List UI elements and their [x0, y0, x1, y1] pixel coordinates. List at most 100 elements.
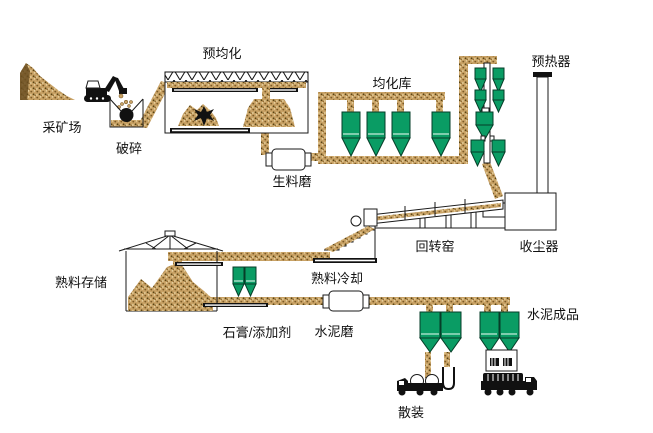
- preheater-tower: [470, 62, 506, 168]
- cyclone-cone: [470, 151, 485, 168]
- truck-bed: [407, 383, 443, 391]
- cement-mill: [322, 290, 370, 312]
- mining-site: [20, 63, 75, 100]
- burner-icon: [350, 215, 362, 227]
- silo: [391, 111, 411, 158]
- kiln-hood: [363, 208, 378, 227]
- conveyor-stripe: [270, 89, 296, 91]
- cab-window: [399, 381, 404, 385]
- silo-drop-1: [347, 100, 354, 113]
- label-cement-product: 水泥成品: [527, 307, 579, 322]
- label-mining: 采矿场: [42, 120, 81, 135]
- truck-bed: [481, 381, 527, 390]
- cyclone: [492, 89, 505, 101]
- top-material-layer: [167, 82, 306, 88]
- silo: [366, 111, 386, 158]
- excavator-bucket: [119, 88, 127, 94]
- dust-collector-unit: [482, 72, 557, 231]
- label-gypsum-additives: 石膏/添加剂: [223, 325, 292, 340]
- bag-detail: [504, 358, 509, 366]
- prehomogenization-building: [164, 71, 309, 134]
- pipe-rawmill-out: [307, 153, 320, 161]
- belt-crusher-to-prehomo: [137, 81, 170, 128]
- conveyor-stripe: [315, 259, 375, 262]
- label-raw-mill: 生料磨: [272, 174, 311, 189]
- wheel: [430, 388, 438, 396]
- hopper-cone: [232, 283, 245, 298]
- cyclone-cone: [492, 99, 505, 114]
- cab-window: [526, 378, 531, 382]
- cyclone: [491, 139, 506, 153]
- label-cement-mill: 水泥磨: [314, 324, 353, 339]
- kiln-support: [419, 217, 426, 229]
- wheel: [484, 388, 492, 396]
- dust-collector-housing: [504, 192, 557, 231]
- crushed-material: [111, 120, 142, 127]
- packing-machine: [485, 349, 518, 372]
- clinker-pile: [128, 262, 213, 311]
- clinker-fall: [173, 257, 182, 265]
- bag-delivery-truck: [481, 373, 537, 396]
- label-preheater: 预热器: [531, 54, 570, 69]
- belt-cooler-to-storage: [168, 252, 330, 261]
- labels: 采矿场 破碎 预均化 生料磨 均化库 预热器 回转窑 收尘器 熟料存储 熟料冷却…: [42, 46, 579, 420]
- cyclone: [474, 89, 487, 101]
- silo-drop-3: [397, 100, 404, 113]
- conveyor-stripe: [205, 304, 266, 306]
- reclaimer-star-icon: [194, 106, 214, 126]
- excavator-stick: [114, 77, 124, 91]
- cement-silo-drop-4: [501, 303, 508, 313]
- cyclone: [492, 67, 505, 80]
- label-dust-collector: 收尘器: [519, 239, 558, 254]
- silo-cone: [479, 337, 500, 353]
- label-prehomogenization: 预均化: [202, 46, 241, 61]
- cement-silo-drop-1: [426, 303, 433, 313]
- pipe-to-preheater-top: [459, 56, 497, 64]
- cyclone-cone: [492, 78, 505, 94]
- silo: [341, 111, 361, 158]
- conveyor-stripe: [174, 89, 256, 91]
- bulk-fall-2: [444, 352, 450, 367]
- kiln-support: [445, 214, 452, 229]
- raw-mill: [265, 148, 312, 171]
- rotary-kiln: [350, 199, 505, 229]
- wheel: [508, 388, 516, 396]
- cyclone-cone: [474, 99, 487, 114]
- cyclone-cone: [475, 124, 494, 142]
- crusher: [109, 98, 144, 128]
- excavator-boom: [104, 76, 117, 92]
- roof-truss: [164, 71, 309, 83]
- crusher-ball: [119, 108, 134, 122]
- rock: [129, 100, 133, 104]
- cement-silo-drop-2: [446, 303, 453, 313]
- clinker-cooler: [313, 226, 377, 263]
- gypsum-additive-hoppers: [232, 266, 257, 298]
- cyclone-large: [475, 111, 494, 126]
- cyclone-cone: [491, 151, 506, 168]
- wheel: [398, 388, 406, 396]
- silo-cone: [419, 337, 441, 353]
- label-bulk-loading: 散装: [398, 405, 424, 420]
- chimney-cap: [533, 72, 552, 77]
- silo-cone: [440, 337, 462, 353]
- excavator-icon: [84, 76, 131, 114]
- pipe-prehomo-to-rawmill: [261, 133, 269, 155]
- bulk-fall-1: [425, 352, 431, 378]
- clinker-storage-building: [118, 230, 268, 312]
- rock: [120, 102, 124, 106]
- mill-shell: [328, 290, 364, 312]
- mill-shell: [271, 148, 306, 171]
- label-rotary-kiln: 回转窑: [415, 239, 454, 254]
- track-roller: [95, 97, 99, 100]
- pile-shadow: [20, 63, 30, 100]
- cyclone: [474, 67, 487, 80]
- cement-silos-bulk: [419, 311, 462, 353]
- label-homogenization-silos: 均化库: [372, 76, 411, 91]
- conveyor-stripe: [177, 263, 221, 265]
- cement-silos-bagged: [479, 311, 520, 353]
- silo-bottom-pipe: [318, 156, 468, 164]
- cyclone-cone: [474, 78, 487, 94]
- label-crushing: 破碎: [116, 141, 142, 156]
- chimney: [536, 76, 549, 194]
